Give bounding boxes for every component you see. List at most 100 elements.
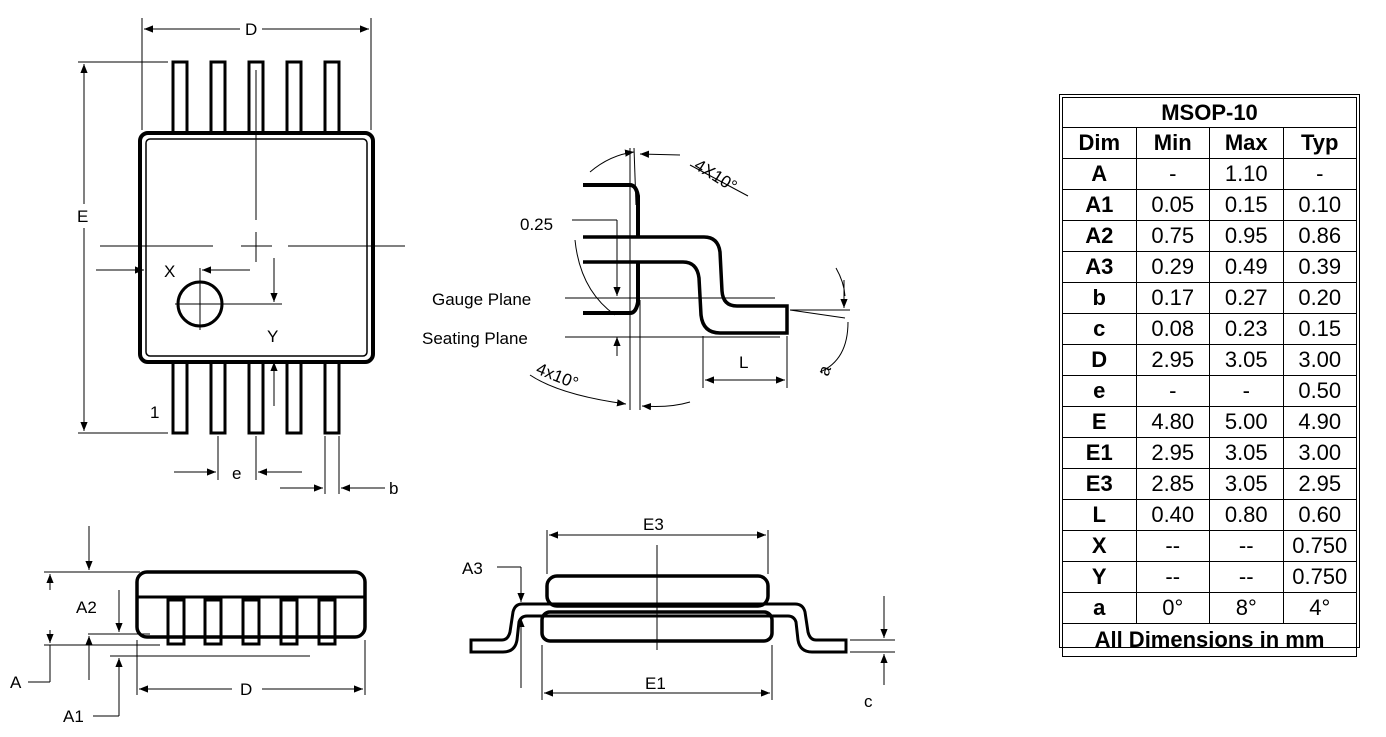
lead-detail — [529, 147, 850, 411]
label-D-top: D — [245, 20, 257, 39]
dim-cell: D — [1062, 344, 1137, 376]
typ-cell: 0.750 — [1282, 530, 1357, 562]
table-footer: All Dimensions in mm — [1062, 623, 1357, 657]
label-Y: Y — [267, 327, 278, 346]
end-view — [469, 530, 895, 700]
min-cell: -- — [1135, 530, 1210, 562]
table-row: X----0.750 — [1062, 530, 1357, 562]
label-E1: E1 — [645, 674, 666, 693]
dim-cell: A2 — [1062, 220, 1137, 252]
min-cell: -- — [1135, 561, 1210, 593]
col-header-typ: Typ — [1282, 127, 1357, 159]
label-gauge-plane: Gauge Plane — [432, 290, 531, 309]
dim-cell: E — [1062, 406, 1137, 438]
min-cell: 0.08 — [1135, 313, 1210, 345]
max-cell: 3.05 — [1209, 344, 1284, 376]
label-X: X — [164, 262, 175, 281]
table-header-row: Dim Min Max Typ — [1062, 127, 1357, 159]
max-cell: 0.80 — [1209, 499, 1284, 531]
label-0-25: 0.25 — [520, 215, 553, 234]
side-view-leads — [166, 598, 337, 646]
min-cell: 2.95 — [1135, 344, 1210, 376]
typ-cell: 0.50 — [1282, 375, 1357, 407]
dim-cell: c — [1062, 313, 1137, 345]
label-E3: E3 — [643, 515, 664, 534]
dim-cell: X — [1062, 530, 1137, 562]
typ-cell: 0.39 — [1282, 251, 1357, 283]
max-cell: 8° — [1209, 592, 1284, 624]
max-cell: 5.00 — [1209, 406, 1284, 438]
typ-cell: - — [1282, 158, 1357, 190]
max-cell: 3.05 — [1209, 468, 1284, 500]
dim-cell: E1 — [1062, 437, 1137, 469]
col-header-dim: Dim — [1062, 127, 1137, 159]
typ-cell: 0.10 — [1282, 189, 1357, 221]
min-cell: - — [1135, 158, 1210, 190]
max-cell: 0.95 — [1209, 220, 1284, 252]
min-cell: 0.75 — [1135, 220, 1210, 252]
label-e: e — [232, 464, 241, 483]
typ-cell: 3.00 — [1282, 437, 1357, 469]
min-cell: 0.17 — [1135, 282, 1210, 314]
dim-cell: E3 — [1062, 468, 1137, 500]
table-row: Y----0.750 — [1062, 561, 1357, 593]
col-header-min: Min — [1135, 127, 1210, 159]
typ-cell: 4° — [1282, 592, 1357, 624]
max-cell: 3.05 — [1209, 437, 1284, 469]
typ-cell: 0.60 — [1282, 499, 1357, 531]
max-cell: 0.27 — [1209, 282, 1284, 314]
col-header-max: Max — [1209, 127, 1284, 159]
dim-cell: A1 — [1062, 189, 1137, 221]
typ-cell: 0.86 — [1282, 220, 1357, 252]
min-cell: 0° — [1135, 592, 1210, 624]
label-angle-top: 4X10° — [691, 155, 741, 196]
bottom-pins — [171, 360, 341, 435]
typ-cell: 0.750 — [1282, 561, 1357, 593]
label-pin1: 1 — [150, 403, 159, 422]
label-L: L — [739, 353, 748, 372]
label-A2: A2 — [76, 598, 97, 617]
dim-cell: a — [1062, 592, 1137, 624]
label-A: A — [10, 673, 22, 692]
label-A1: A1 — [63, 707, 84, 726]
max-cell: 0.15 — [1209, 189, 1284, 221]
side-view — [28, 526, 367, 717]
max-cell: - — [1209, 375, 1284, 407]
min-cell: 0.05 — [1135, 189, 1210, 221]
label-c: c — [864, 692, 873, 711]
dim-cell: b — [1062, 282, 1137, 314]
side-view-body — [135, 570, 367, 639]
label-seating-plane: Seating Plane — [422, 329, 528, 348]
typ-cell: 4.90 — [1282, 406, 1357, 438]
min-cell: 0.29 — [1135, 251, 1210, 283]
typ-cell: 0.20 — [1282, 282, 1357, 314]
label-A3: A3 — [462, 559, 483, 578]
min-cell: 2.95 — [1135, 437, 1210, 469]
max-cell: -- — [1209, 530, 1284, 562]
label-D-bottom: D — [240, 680, 252, 699]
min-cell: 4.80 — [1135, 406, 1210, 438]
max-cell: -- — [1209, 561, 1284, 593]
top-view — [78, 18, 405, 494]
min-cell: 2.85 — [1135, 468, 1210, 500]
max-cell: 0.49 — [1209, 251, 1284, 283]
table-row: A-1.10- — [1062, 158, 1357, 190]
dim-cell: A — [1062, 158, 1137, 190]
max-cell: 0.23 — [1209, 313, 1284, 345]
min-cell: 0.40 — [1135, 499, 1210, 531]
dim-cell: Y — [1062, 561, 1137, 593]
table-row: e--0.50 — [1062, 375, 1357, 407]
dim-cell: A3 — [1062, 251, 1137, 283]
